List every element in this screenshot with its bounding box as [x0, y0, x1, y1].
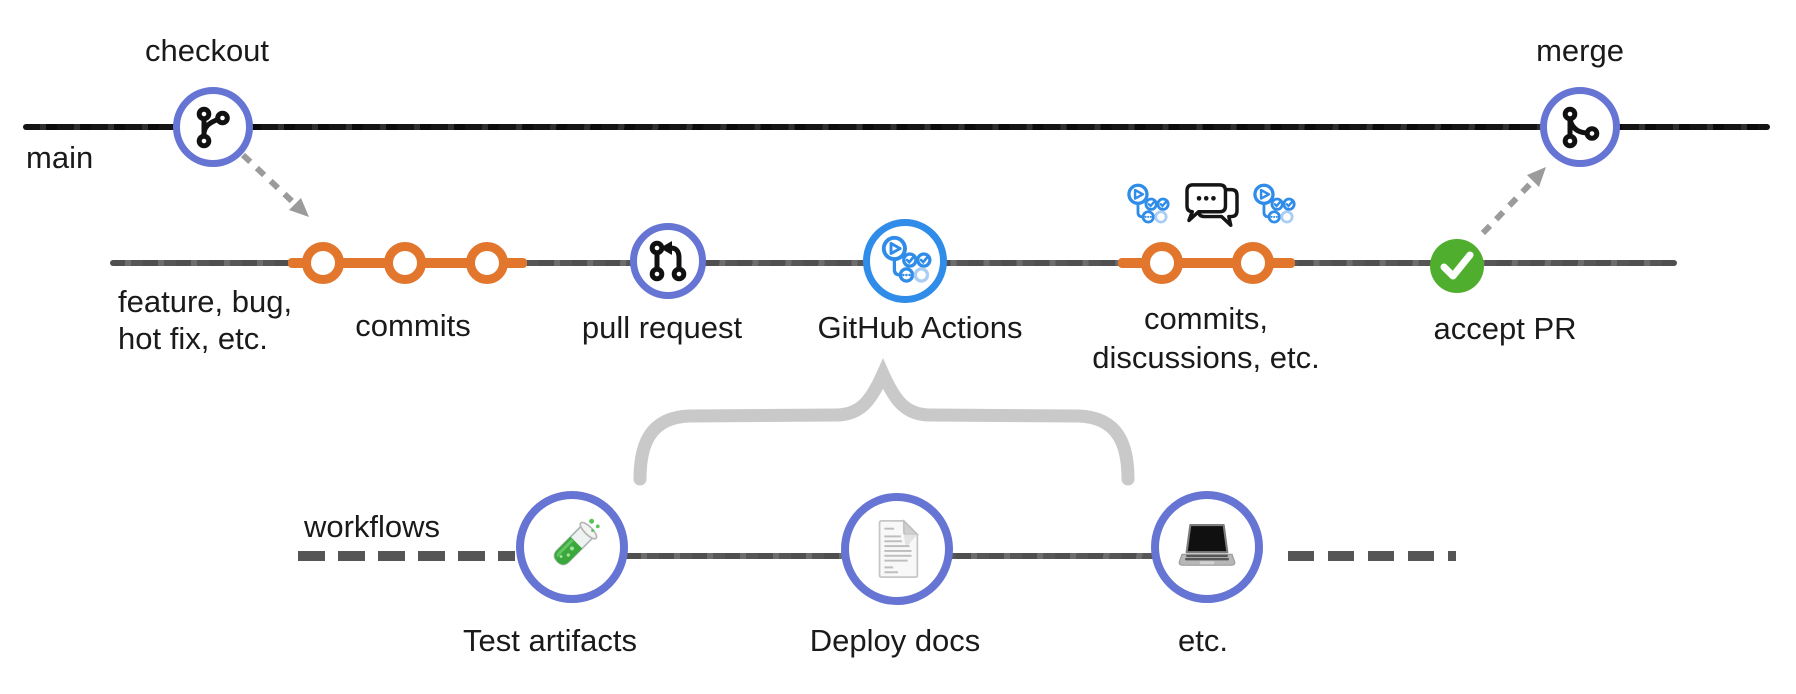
commit-connector: [1118, 258, 1295, 268]
workflows-label: workflows: [303, 509, 441, 544]
commit-node: [302, 242, 344, 284]
workflow-dashed-line-right: [1288, 551, 1456, 561]
feature-branch-label: feature, bug, hot fix, etc.: [118, 283, 292, 357]
git-pull-request-icon: [649, 240, 687, 282]
commit-node: [384, 242, 426, 284]
commits-label: commits: [355, 308, 471, 343]
checkout-node: [173, 87, 253, 167]
workflow-dashed-line-left: [298, 551, 515, 561]
speech-bubbles-icon: [1183, 181, 1241, 236]
git-merge-icon: [1562, 106, 1600, 149]
github-actions-icon: [881, 235, 932, 283]
merge-label: merge: [1536, 33, 1624, 68]
feature-branch-label-line2: hot fix, etc.: [118, 321, 268, 356]
test-tube-icon: [553, 518, 600, 566]
github-actions-mini-icon: [1124, 182, 1170, 233]
document-icon: [878, 519, 919, 578]
feature-branch-label-line1: feature, bug,: [118, 284, 293, 319]
test-artifacts-node: [516, 491, 628, 603]
accept-pr-label: accept PR: [1433, 311, 1577, 346]
commit-node: [1232, 242, 1274, 284]
etc-label: etc.: [1178, 623, 1228, 658]
test-artifacts-label: Test artifacts: [463, 623, 637, 658]
github-actions-mini-icon: [1250, 182, 1296, 233]
checkout-label: checkout: [144, 33, 270, 68]
github-actions-label: GitHub Actions: [817, 310, 1023, 345]
deploy-docs-label: Deploy docs: [809, 623, 981, 658]
laptop-icon: [1178, 524, 1236, 566]
pull-request-node: [630, 223, 706, 299]
deploy-docs-node: [841, 493, 953, 605]
commit-node: [1141, 242, 1183, 284]
accept-pr-node: [1429, 238, 1485, 299]
commits-discussions-label-line2: discussions, etc.: [1092, 340, 1320, 375]
merge-arrow: [1480, 167, 1546, 236]
pull-request-label: pull request: [581, 310, 743, 345]
github-actions-node: [863, 219, 947, 303]
etc-node: [1151, 491, 1263, 603]
check-circle-icon: [1430, 239, 1484, 293]
commits-discussions-label-line1: commits,: [1144, 301, 1268, 336]
main-branch-line: [23, 124, 1770, 130]
brace: [633, 358, 1135, 486]
git-branch-icon: [196, 106, 230, 149]
merge-node: [1540, 87, 1620, 167]
commits-discussions-label: commits, discussions, etc.: [1092, 299, 1319, 377]
commit-node: [466, 242, 508, 284]
checkout-arrow: [240, 152, 309, 217]
main-branch-label: main: [26, 140, 94, 175]
